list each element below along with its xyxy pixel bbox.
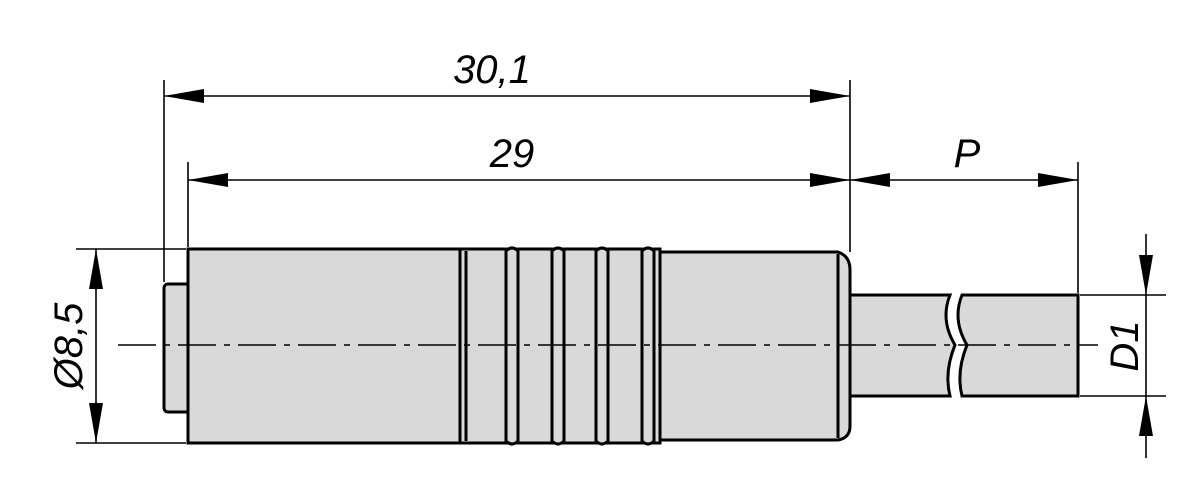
connector-rear-body xyxy=(658,250,852,442)
extension-lines xyxy=(76,80,1166,444)
connector-nose xyxy=(162,282,192,414)
dimension-cable-diameter: D1 xyxy=(1103,234,1153,458)
dimension-body-length-label: 29 xyxy=(489,132,535,176)
dimension-body-diameter-label: Ø8,5 xyxy=(47,302,91,391)
dimension-cable-length: P xyxy=(850,132,1078,187)
dimension-overall-length: 30,1 xyxy=(164,48,850,103)
connector-ribs xyxy=(464,246,656,446)
dimension-body-diameter: Ø8,5 xyxy=(47,249,103,443)
dimension-overall-length-label: 30,1 xyxy=(453,48,531,92)
connector-body xyxy=(186,247,462,445)
dimension-cable-length-label: P xyxy=(954,132,981,176)
dimension-body-length: 29 xyxy=(188,132,850,187)
connector-part xyxy=(162,246,1080,446)
dimension-cable-diameter-label: D1 xyxy=(1103,320,1147,371)
